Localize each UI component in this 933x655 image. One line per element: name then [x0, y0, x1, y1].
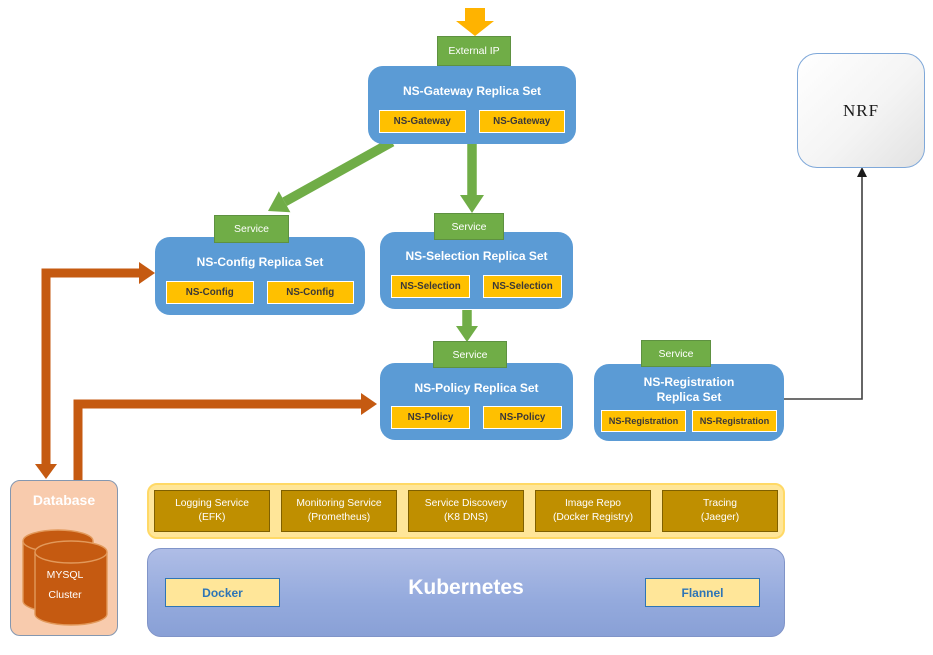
pod-row: NS-Policy NS-Policy — [391, 406, 562, 429]
infra-service-image-repo: Image Repo (Docker Registry) — [535, 490, 651, 532]
pod-ns-registration-1: NS-Registration — [601, 410, 686, 432]
infra-services-bar: Logging Service (EFK) Monitoring Service… — [147, 483, 785, 539]
cluster-ns-gateway: NS-Gateway Replica Set NS-Gateway NS-Gat… — [368, 66, 576, 144]
infra-service-name: Monitoring Service — [296, 497, 382, 509]
pod-ns-policy-2: NS-Policy — [483, 406, 562, 429]
external-ip-badge: External IP — [437, 36, 511, 66]
cluster-title: NS-Policy Replica Set — [414, 380, 539, 395]
arrow-database-config — [35, 262, 155, 479]
pod-row: NS-Config NS-Config — [166, 281, 354, 304]
service-label: Service — [233, 223, 269, 235]
cluster-title: NS-Registration Replica Set — [643, 374, 735, 404]
cluster-ns-registration: NS-Registration Replica Set NS-Registrat… — [594, 364, 784, 441]
arrow-database-policy — [73, 393, 377, 481]
pod-ns-gateway-2: NS-Gateway — [478, 110, 565, 133]
pod-ns-selection-2: NS-Selection — [483, 275, 562, 298]
arrow-selection-to-policy-service — [456, 310, 478, 342]
nrf-label: NRF — [842, 100, 880, 120]
arrow-gateway-to-selection-service — [460, 143, 484, 213]
kubernetes-title: Kubernetes — [408, 576, 524, 599]
infra-service-tech: (Prometheus) — [307, 512, 371, 523]
infra-service-tech: (Docker Registry) — [552, 512, 634, 523]
pod-ns-selection-1: NS-Selection — [391, 275, 470, 298]
pod-ns-config-2: NS-Config — [266, 281, 354, 304]
pod-ns-gateway-1: NS-Gateway — [379, 110, 466, 133]
cluster-ns-policy: NS-Policy Replica Set NS-Policy NS-Polic… — [380, 363, 573, 440]
infra-service-tech: (EFK) — [198, 512, 226, 523]
database-label: Database — [32, 492, 96, 508]
flannel-box: Flannel — [645, 578, 760, 607]
arrow-registration-to-nrf — [784, 167, 867, 400]
cluster-line: Cluster — [48, 589, 82, 601]
external-ip-label: External IP — [448, 45, 500, 57]
docker-box: Docker — [165, 578, 280, 607]
service-label: Service — [451, 220, 487, 233]
infra-service-name: Logging Service — [175, 497, 249, 509]
infra-service-tech: (K8 DNS) — [443, 512, 489, 523]
pod-row: NS-Selection NS-Selection — [391, 275, 562, 298]
infra-service-name: Image Repo — [564, 497, 622, 509]
service-badge-registration: Service — [641, 340, 711, 367]
infra-service-tracing: Tracing (Jaeger) — [662, 490, 778, 532]
pod-row: NS-Registration NS-Registration — [601, 410, 777, 432]
service-label: Service — [658, 347, 694, 360]
kubernetes-bar: Kubernetes — [147, 548, 785, 637]
cluster-title: NS-Config Replica Set — [196, 255, 324, 270]
infra-service-name: Tracing — [703, 497, 737, 509]
infra-service-logging: Logging Service (EFK) — [154, 490, 270, 532]
ingress-block-arrow-icon — [456, 8, 494, 36]
infra-service-discovery: Service Discovery (K8 DNS) — [408, 490, 524, 532]
service-label: Service — [452, 348, 488, 361]
pod-ns-config-1: NS-Config — [166, 281, 254, 304]
pod-ns-registration-2: NS-Registration — [692, 410, 777, 432]
nrf-node: NRF — [797, 53, 925, 168]
flannel-label: Flannel — [681, 585, 724, 600]
arrow-gateway-to-config-service — [268, 137, 395, 213]
service-badge-selection: Service — [434, 213, 504, 240]
mysql-cluster-label: MYSQL Cluster — [25, 565, 105, 605]
infra-service-monitoring: Monitoring Service (Prometheus) — [281, 490, 397, 532]
cluster-ns-selection: NS-Selection Replica Set NS-Selection NS… — [380, 232, 573, 309]
infra-service-name: Service Discovery — [424, 497, 508, 509]
infra-service-tech: (Jaeger) — [700, 512, 740, 523]
cluster-ns-config: NS-Config Replica Set NS-Config NS-Confi… — [155, 237, 365, 315]
mysql-line: MYSQL — [46, 569, 84, 581]
pod-ns-policy-1: NS-Policy — [391, 406, 470, 429]
cluster-title: NS-Gateway Replica Set — [402, 84, 542, 99]
service-badge-policy: Service — [433, 341, 507, 368]
mysql-cylinder-icon — [22, 529, 108, 626]
docker-label: Docker — [202, 585, 243, 600]
pod-row: NS-Gateway NS-Gateway — [379, 110, 565, 133]
service-badge-config: Service — [214, 215, 289, 243]
cluster-title: NS-Selection Replica Set — [405, 248, 548, 263]
database-node: Database MYSQL Cluster — [10, 480, 118, 636]
